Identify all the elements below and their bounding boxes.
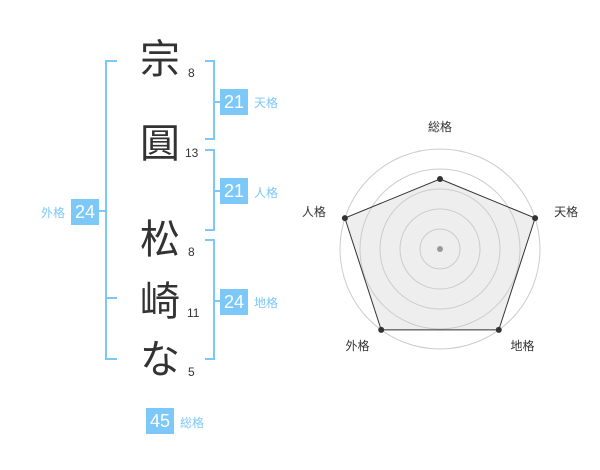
tenkaku-bracket bbox=[205, 60, 221, 140]
jinkaku-bracket bbox=[205, 149, 221, 231]
name-char-2: 圓 bbox=[140, 121, 180, 167]
radar-axis-label: 総格 bbox=[428, 119, 452, 134]
radar-point bbox=[341, 215, 348, 222]
name-char-4: 崎 bbox=[140, 279, 180, 325]
name-char-3: 松 bbox=[140, 217, 180, 263]
name-char-5: な bbox=[140, 337, 180, 383]
radar-center-dot bbox=[437, 246, 443, 252]
gaikaku-value: 24 bbox=[71, 199, 99, 225]
soukaku-label: 総格 bbox=[180, 416, 205, 430]
chikaku-bracket bbox=[205, 239, 221, 360]
name-char-1: 宗 bbox=[140, 37, 180, 83]
tenkaku-value: 21 bbox=[220, 89, 248, 115]
radar-axis-label: 天格 bbox=[554, 204, 578, 219]
radar-point bbox=[495, 326, 502, 333]
radar-axis-label: 人格 bbox=[302, 204, 326, 219]
radar-outline bbox=[344, 178, 536, 331]
stroke-count-2: 13 bbox=[185, 146, 199, 160]
radar-ring bbox=[419, 228, 461, 270]
stroke-count-5: 5 bbox=[188, 365, 195, 379]
radar-ring bbox=[399, 208, 481, 290]
jinkaku-label: 人格 bbox=[254, 186, 279, 200]
stroke-count-3: 8 bbox=[188, 245, 195, 259]
radar-point bbox=[532, 215, 539, 222]
radar-axis-label: 外格 bbox=[345, 338, 369, 353]
chikaku-value: 24 bbox=[220, 289, 248, 315]
stroke-count-4: 11 bbox=[187, 306, 200, 320]
radar-ring bbox=[339, 148, 541, 350]
radar-point bbox=[378, 326, 385, 333]
radar-fill bbox=[344, 179, 536, 330]
stroke-count-1: 8 bbox=[188, 66, 195, 80]
radar-axis-label: 地格 bbox=[511, 338, 535, 353]
radar-ring bbox=[359, 168, 521, 330]
jinkaku-value: 21 bbox=[220, 178, 248, 204]
gaikaku-label: 外格 bbox=[41, 206, 66, 220]
radar-ring bbox=[379, 188, 501, 310]
tenkaku-label: 天格 bbox=[254, 96, 279, 110]
soukaku-value: 45 bbox=[146, 408, 174, 434]
radar-point bbox=[437, 176, 443, 182]
chikaku-label: 地格 bbox=[254, 296, 279, 310]
